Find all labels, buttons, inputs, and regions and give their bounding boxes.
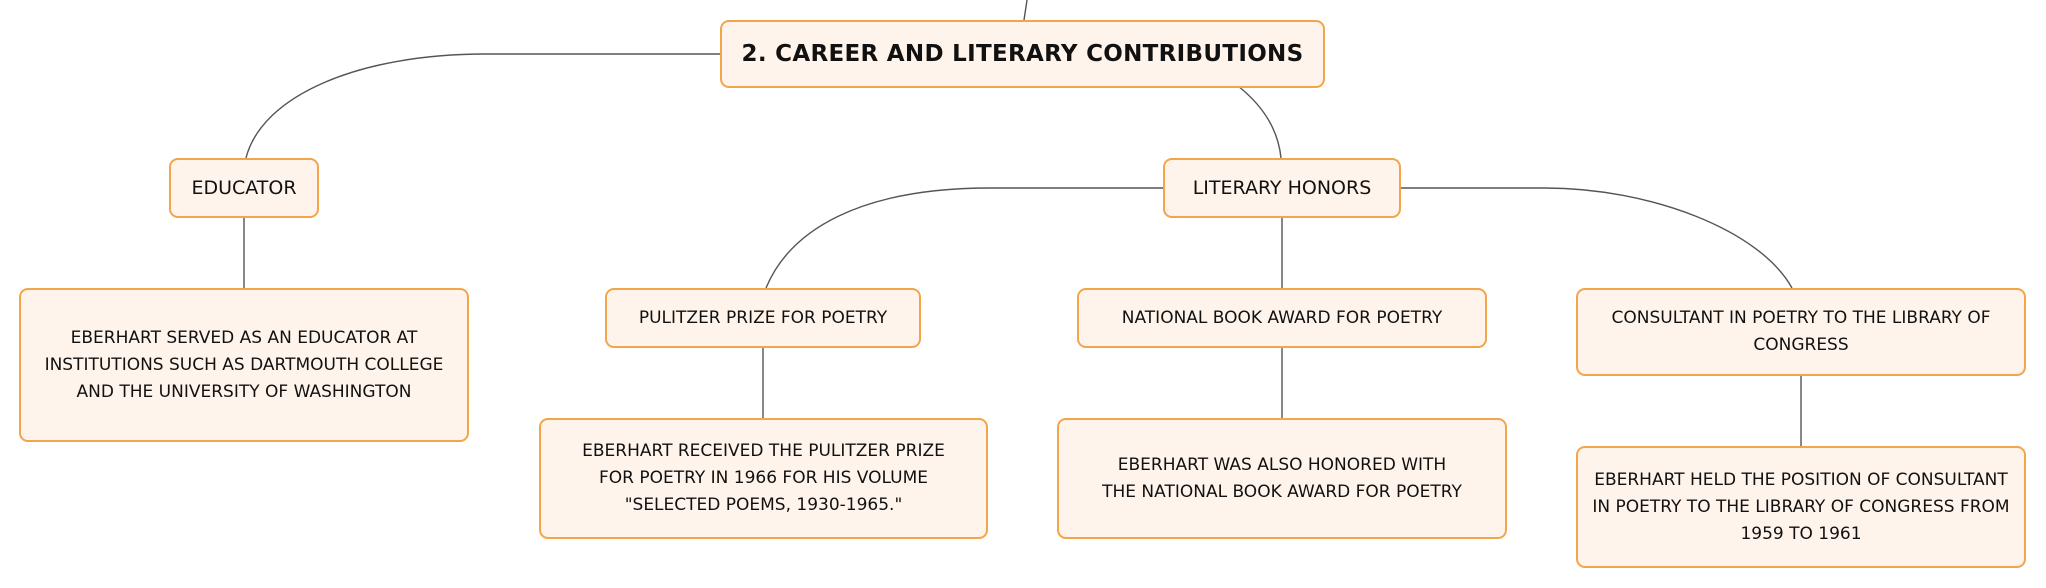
library-of-congress-detail-text: EBERHART HELD THE POSITION OF CONSULTANT… xyxy=(1592,469,2010,544)
connector-root-to-educator xyxy=(245,53,720,159)
national-book-award-label: NATIONAL BOOK AWARD FOR POETRY xyxy=(1121,307,1443,328)
root-topic-node[interactable]: 2. CAREER AND LITERARY CONTRIBUTIONS xyxy=(720,20,1325,88)
literary-honors-label: LITERARY HONORS xyxy=(1192,177,1372,199)
library-of-congress-consultant-node[interactable]: CONSULTANT IN POETRY TO THE LIBRARY OF C… xyxy=(1576,288,2026,376)
pulitzer-prize-label: PULITZER PRIZE FOR POETRY xyxy=(638,307,888,328)
national-book-award-detail-node[interactable]: EBERHART WAS ALSO HONORED WITH THE NATIO… xyxy=(1057,418,1507,539)
national-book-award-node[interactable]: NATIONAL BOOK AWARD FOR POETRY xyxy=(1077,288,1487,348)
connector-parent-to-root xyxy=(1023,0,1028,21)
educator-detail-text: EBERHART SERVED AS AN EDUCATOR AT INSTIT… xyxy=(44,327,444,402)
root-topic-label: 2. CAREER AND LITERARY CONTRIBUTIONS xyxy=(741,41,1304,67)
connector-honors-to-pulitzer xyxy=(765,187,1164,289)
connector-honors-to-consultant xyxy=(1400,187,1793,289)
national-book-award-detail-text: EBERHART WAS ALSO HONORED WITH THE NATIO… xyxy=(1102,454,1462,502)
library-of-congress-detail-node[interactable]: EBERHART HELD THE POSITION OF CONSULTANT… xyxy=(1576,446,2026,568)
literary-honors-node[interactable]: LITERARY HONORS xyxy=(1163,158,1401,218)
pulitzer-prize-node[interactable]: PULITZER PRIZE FOR POETRY xyxy=(605,288,921,348)
library-of-congress-consultant-label: CONSULTANT IN POETRY TO THE LIBRARY OF C… xyxy=(1611,308,1991,355)
educator-detail-node[interactable]: EBERHART SERVED AS AN EDUCATOR AT INSTIT… xyxy=(19,288,469,442)
connector-root-to-literary-honors xyxy=(1237,85,1282,159)
pulitzer-prize-detail-node[interactable]: EBERHART RECEIVED THE PULITZER PRIZE FOR… xyxy=(539,418,988,539)
educator-label: EDUCATOR xyxy=(191,177,297,199)
pulitzer-prize-detail-text: EBERHART RECEIVED THE PULITZER PRIZE FOR… xyxy=(582,441,945,515)
educator-node[interactable]: EDUCATOR xyxy=(169,158,319,218)
